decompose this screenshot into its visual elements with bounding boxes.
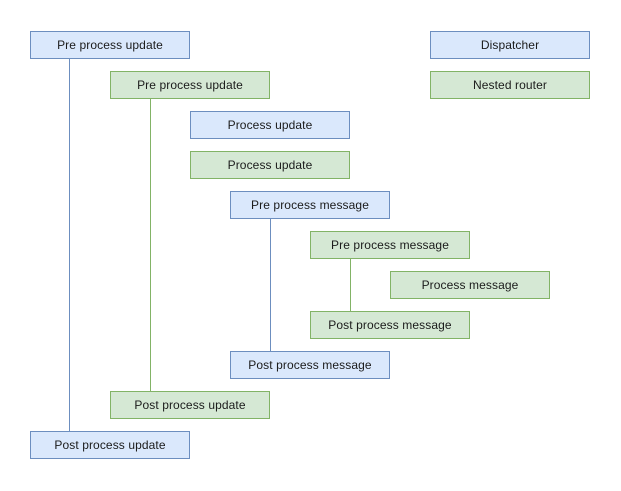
connector-pre-update-to-post-update bbox=[69, 59, 70, 431]
node-process-update[interactable]: Process update bbox=[190, 151, 350, 179]
node-label: Process update bbox=[227, 158, 313, 172]
legend-item-dispatcher: Dispatcher bbox=[430, 31, 590, 59]
node-label: Post process message bbox=[248, 358, 372, 372]
node-label: Post process update bbox=[54, 438, 166, 452]
legend-item-nested-router: Nested router bbox=[430, 71, 590, 99]
node-label: Pre process message bbox=[331, 238, 449, 252]
legend-label: Dispatcher bbox=[480, 38, 540, 52]
legend-label: Nested router bbox=[472, 78, 547, 92]
node-process-update[interactable]: Process update bbox=[190, 111, 350, 139]
node-pre-process-update[interactable]: Pre process update bbox=[110, 71, 270, 99]
connector-pre-update-to-post-update-nested bbox=[150, 99, 151, 391]
node-label: Process update bbox=[227, 118, 313, 132]
node-post-process-update[interactable]: Post process update bbox=[110, 391, 270, 419]
node-label: Pre process update bbox=[57, 38, 163, 52]
node-label: Process message bbox=[421, 278, 519, 292]
node-label: Post process message bbox=[328, 318, 452, 332]
node-process-message[interactable]: Process message bbox=[390, 271, 550, 299]
connector-pre-message-to-post-message-nested bbox=[350, 259, 351, 311]
connector-pre-message-to-post-message bbox=[270, 219, 271, 351]
node-pre-process-message[interactable]: Pre process message bbox=[310, 231, 470, 259]
node-label: Pre process update bbox=[137, 78, 243, 92]
node-label: Post process update bbox=[134, 398, 246, 412]
node-label: Pre process message bbox=[251, 198, 369, 212]
node-pre-process-message[interactable]: Pre process message bbox=[230, 191, 390, 219]
node-post-process-message[interactable]: Post process message bbox=[230, 351, 390, 379]
node-post-process-update[interactable]: Post process update bbox=[30, 431, 190, 459]
node-pre-process-update[interactable]: Pre process update bbox=[30, 31, 190, 59]
node-post-process-message[interactable]: Post process message bbox=[310, 311, 470, 339]
